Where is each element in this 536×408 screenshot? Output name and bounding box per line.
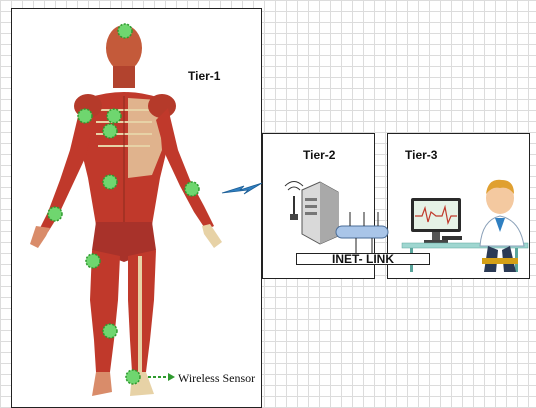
sensor-node-icon [103,324,117,338]
tier3-label: Tier-3 [405,148,437,162]
sensor-node-icon [118,24,132,38]
sensor-node-icon [107,109,121,123]
sensor-node-icon [48,207,62,221]
inet-link-label: INET- LINK [296,253,430,265]
doctor-icon [480,180,524,272]
tier2-label: Tier-2 [303,148,335,162]
sensor-node-icon [103,175,117,189]
wireless-signal-icon [222,183,262,194]
sensor-node-icon [185,182,199,196]
antenna-icon [285,182,303,221]
sensor-node-icon [78,109,92,123]
sensor-node-icon [86,254,100,268]
wireless-sensor-legend: Wireless Sensor [178,371,255,386]
server-tower-icon [302,182,338,244]
sensor-node-icon [126,370,140,384]
sensor-node-icon [103,124,117,138]
arrow-right-icon [148,373,175,381]
tier1-label: Tier-1 [188,69,220,83]
network-bus [336,212,388,253]
